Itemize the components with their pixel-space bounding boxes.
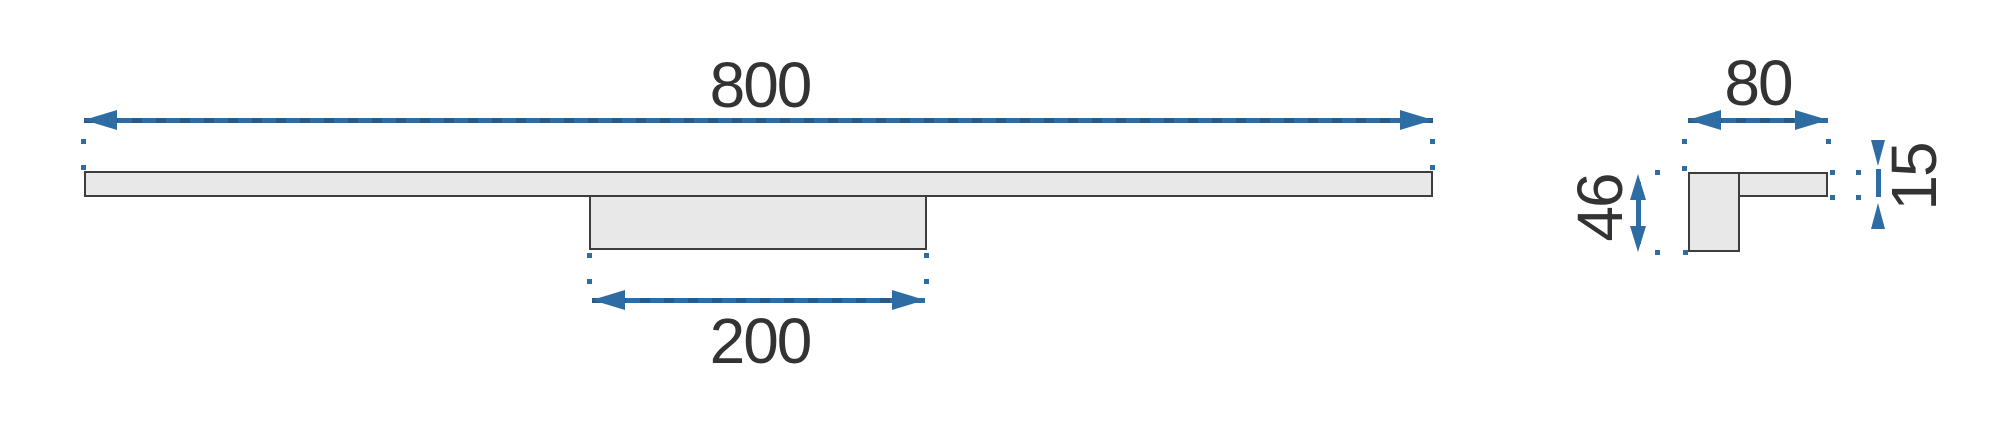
length-dimension-label: 800	[709, 49, 813, 121]
extension-dot	[1856, 195, 1861, 200]
arrowhead-right-icon	[1795, 110, 1828, 130]
extension-dot	[1830, 170, 1835, 175]
thickness-dimension-line	[1876, 169, 1881, 197]
bracket-dimension-label: 200	[709, 305, 813, 377]
thickness-dimension-label: 15	[1878, 143, 1950, 211]
length-dimension-line	[84, 118, 1433, 123]
extension-dot	[924, 253, 929, 258]
arrowhead-left-icon	[592, 290, 625, 310]
dash-pattern	[84, 118, 1433, 123]
dash-pattern	[1688, 118, 1828, 123]
extension-dot	[81, 165, 86, 170]
extension-dot	[924, 279, 929, 284]
height-dimension-label: 46	[1564, 174, 1636, 242]
lamp-bar-side	[1738, 172, 1828, 197]
arrowhead-right-icon	[892, 290, 925, 310]
extension-dot	[1430, 165, 1435, 170]
arrowhead-left-icon	[1688, 110, 1721, 130]
extension-dot	[587, 253, 592, 258]
bracket-dimension-line	[592, 298, 925, 303]
extension-dot	[587, 279, 592, 284]
arrowhead-left-icon	[84, 110, 117, 130]
extension-dot	[1826, 139, 1831, 144]
dash-pattern	[592, 298, 925, 303]
extension-dot	[1655, 250, 1660, 255]
extension-dot	[1430, 139, 1435, 144]
extension-dot	[1856, 170, 1861, 175]
arrowhead-up-icon	[1630, 174, 1646, 200]
mounting-bracket-front	[589, 195, 927, 250]
extension-dot	[1682, 166, 1687, 171]
extension-dot	[1655, 170, 1660, 175]
lamp-bar-front	[84, 171, 1433, 197]
extension-dot	[1683, 250, 1688, 255]
arrowhead-right-icon	[1400, 110, 1433, 130]
height-dimension-line	[1636, 182, 1641, 244]
depth-dimension-label: 80	[1724, 47, 1793, 119]
extension-dot	[1830, 195, 1835, 200]
extension-dot	[1682, 139, 1687, 144]
arrowhead-up-icon	[1871, 203, 1885, 229]
arrowhead-down-icon	[1871, 140, 1885, 166]
mounting-bracket-side	[1688, 172, 1740, 252]
extension-dot	[81, 139, 86, 144]
arrowhead-down-icon	[1630, 226, 1646, 252]
depth-dimension-line	[1688, 118, 1828, 123]
